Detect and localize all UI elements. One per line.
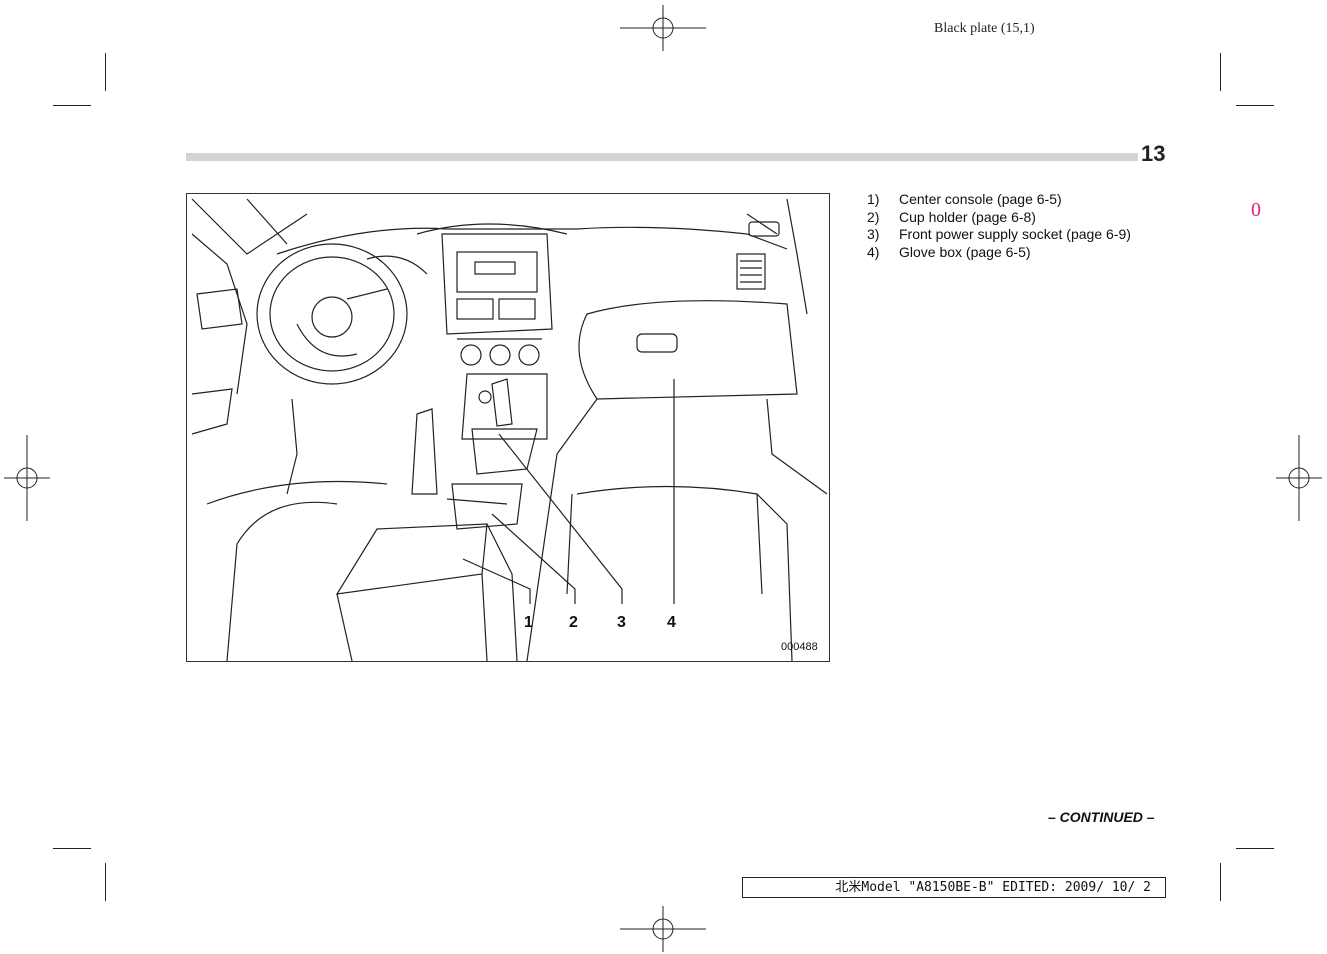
interior-figure: 1 2 3 4 000488	[186, 193, 830, 662]
callout-3: 3	[617, 614, 626, 631]
edit-info-footer: 北米Model "A8150BE-B" EDITED: 2009/ 10/ 2	[742, 877, 1166, 898]
registration-mark-left	[4, 435, 50, 521]
legend-item: 4) Glove box (page 6-5)	[867, 244, 1131, 262]
legend-item-text: Glove box (page 6-5)	[899, 244, 1031, 261]
legend-item-number: 3)	[867, 226, 880, 243]
figure-code: 000488	[781, 641, 818, 653]
continued-label: – CONTINUED –	[1048, 809, 1155, 825]
crop-mark-tr-h	[1236, 105, 1274, 106]
crop-mark-br-v	[1220, 863, 1221, 901]
figure-legend: 1) Center console (page 6-5) 2) Cup holder…	[867, 191, 1131, 262]
legend-item-text: Front power supply socket (page 6-9)	[899, 226, 1131, 243]
legend-item-number: 2)	[867, 208, 880, 225]
crop-mark-tl-v	[105, 53, 106, 91]
plate-label: Black plate (15,1)	[934, 21, 1035, 36]
side-mark: 0	[1251, 199, 1261, 221]
legend-item-number: 1)	[867, 191, 880, 207]
registration-mark-right	[1276, 435, 1322, 521]
crop-mark-bl-v	[105, 863, 106, 901]
legend-item-number: 4)	[867, 244, 880, 261]
legend-item: 2) Cup holder (page 6-8)	[867, 209, 1131, 227]
callout-1: 1	[524, 614, 533, 631]
legend-item-text: Center console (page 6-5)	[899, 191, 1062, 207]
registration-mark-bottom	[620, 906, 706, 952]
crop-mark-tr-v	[1220, 53, 1221, 91]
legend-item-text: Cup holder (page 6-8)	[899, 208, 1036, 225]
crop-mark-bl-h	[53, 848, 91, 849]
crop-mark-br-h	[1236, 848, 1274, 849]
registration-mark-top	[620, 5, 706, 51]
page-number: 13	[1141, 141, 1166, 166]
interior-line-drawing	[191, 198, 828, 661]
legend-item: 1) Center console (page 6-5)	[867, 191, 1131, 209]
callout-2: 2	[569, 614, 578, 631]
page-header-bar	[186, 153, 1138, 161]
callout-4: 4	[667, 614, 676, 631]
legend-item: 3) Front power supply socket (page 6-9)	[867, 226, 1131, 244]
crop-mark-tl-h	[53, 105, 91, 106]
